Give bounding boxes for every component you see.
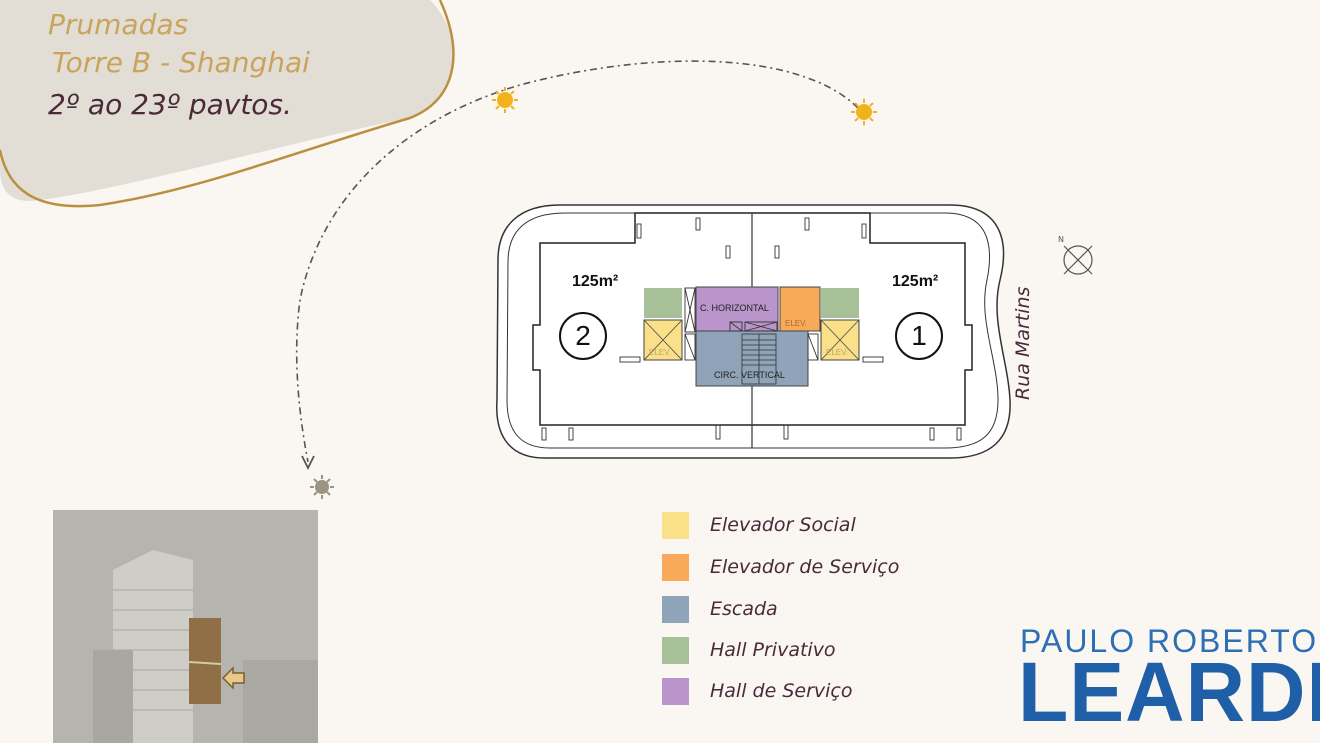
title-floors: 2º ao 23º pavtos. xyxy=(48,88,292,121)
label-c-horizontal: C. HORIZONTAL xyxy=(700,303,769,313)
hall-privativo-left xyxy=(644,288,682,318)
logo-line1: PAULO ROBERTO xyxy=(1020,623,1319,659)
compass-icon xyxy=(1063,245,1093,275)
sun-path-arc xyxy=(295,60,859,463)
legend-label: Hall de Serviço xyxy=(710,680,853,702)
purple-swatch xyxy=(662,678,689,705)
shafts xyxy=(684,287,819,361)
window-markers xyxy=(541,217,962,441)
orange-swatch xyxy=(662,554,689,581)
unit-right-number: 1 xyxy=(895,312,943,360)
sun-path-arrowhead xyxy=(301,455,315,471)
yellow-swatch xyxy=(662,512,689,539)
unit-left-area: 125m² xyxy=(572,273,619,290)
legend-label: Escada xyxy=(710,598,778,620)
label-elev-service: ELEV. xyxy=(785,319,807,328)
street-label: Rua Martins xyxy=(1012,286,1034,400)
compass-north-label: N xyxy=(1058,235,1064,244)
title-backdrop-shape xyxy=(0,0,454,201)
label-elev-left: ELEV. xyxy=(649,348,671,357)
sun-icon xyxy=(492,87,518,113)
sunset-icon xyxy=(310,475,334,499)
title-prumadas: Prumadas xyxy=(48,8,189,41)
building-inner-outline xyxy=(506,212,999,449)
title-tower: Torre B - Shanghai xyxy=(52,46,310,79)
hall-servico xyxy=(695,286,779,332)
legend-label: Hall Privativo xyxy=(710,639,836,661)
label-elev-right: ELEV. xyxy=(826,348,848,357)
legend-label: Elevador de Serviço xyxy=(710,556,900,578)
blue-swatch xyxy=(662,596,689,623)
legend-label: Elevador Social xyxy=(710,514,856,536)
label-circ-vertical: CIRC. VERTICAL xyxy=(714,370,785,380)
hall-privativo-right xyxy=(821,288,859,318)
arrow-left-icon xyxy=(221,666,245,690)
sun-icon xyxy=(851,99,877,125)
stair-steps xyxy=(741,333,777,385)
title-gold-curve xyxy=(0,0,455,208)
green-swatch xyxy=(662,637,689,664)
logo-line2: LEARDI xyxy=(1018,645,1320,739)
unit-right-area: 125m² xyxy=(892,273,939,290)
elevador-servico xyxy=(779,286,821,332)
unit-left-number: 2 xyxy=(559,312,607,360)
building-photo-graphic xyxy=(53,510,318,743)
building-photo xyxy=(53,510,318,743)
